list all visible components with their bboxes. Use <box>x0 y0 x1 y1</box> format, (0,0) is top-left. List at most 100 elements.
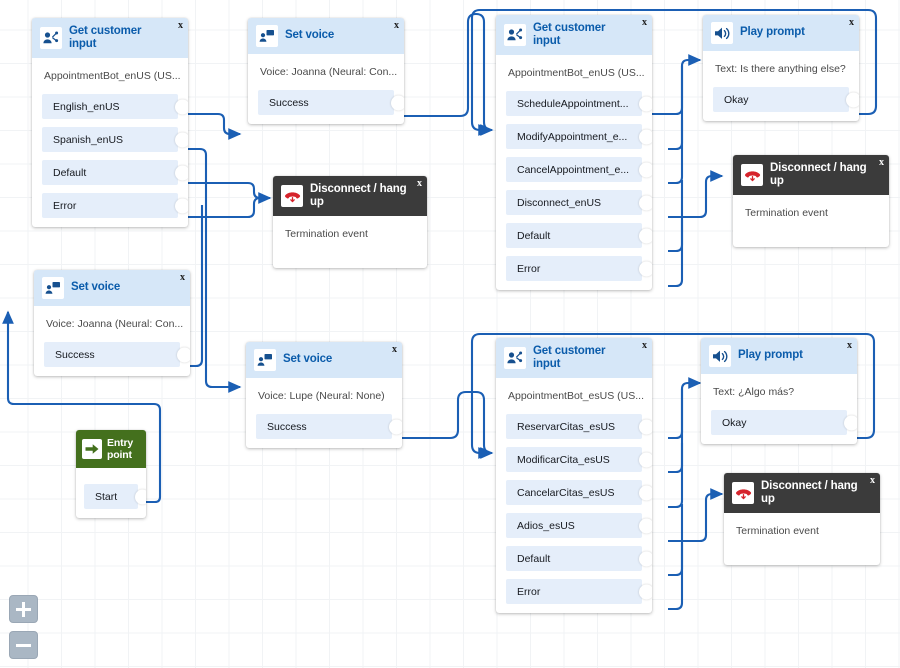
close-icon[interactable]: x <box>879 157 884 168</box>
node-ports: ScheduleAppointment... ModifyAppointment… <box>496 91 652 290</box>
port-label: English_enUS <box>53 100 120 113</box>
node-header: Get customer input x <box>496 338 652 379</box>
close-icon[interactable]: x <box>849 17 854 28</box>
port-row[interactable]: Spanish_enUS <box>42 127 188 153</box>
play-prompt-icon <box>709 345 731 367</box>
port-connector[interactable] <box>639 584 652 600</box>
port-row[interactable]: Success <box>44 342 190 367</box>
node-get-customer-input-language[interactable]: Get customer input x AppointmentBot_enUS… <box>32 18 188 228</box>
port-row[interactable]: ReservarCitas_esUS <box>506 414 652 440</box>
set-voice-icon <box>254 349 276 371</box>
node-subtitle: Termination event <box>285 228 368 241</box>
node-disconnect-hangup-en[interactable]: Disconnect / hang up x Termination event <box>733 155 889 248</box>
node-get-customer-input-enus[interactable]: Get customer input x AppointmentBot_enUS… <box>496 15 652 291</box>
port-row[interactable]: Okay <box>711 410 857 435</box>
port-connector[interactable] <box>639 452 652 468</box>
port-label: Adios_esUS <box>517 519 575 532</box>
set-voice-icon <box>256 25 278 47</box>
close-icon[interactable]: x <box>642 340 647 351</box>
port-connector[interactable] <box>639 419 652 435</box>
port-row[interactable]: Success <box>256 414 402 439</box>
port-connector[interactable] <box>844 415 857 430</box>
node-play-prompt-en[interactable]: Play prompt x Text: Is there anything el… <box>703 15 859 121</box>
port-row[interactable]: ScheduleAppointment... <box>506 91 652 117</box>
close-icon[interactable]: x <box>417 178 422 189</box>
port-row[interactable]: ModifyAppointment_e... <box>506 124 652 150</box>
node-get-customer-input-esus[interactable]: Get customer input x AppointmentBot_esUS… <box>496 338 652 614</box>
port-row[interactable]: Error <box>506 256 652 282</box>
node-header: Disconnect / hang up x <box>724 473 880 514</box>
node-disconnect-hangup-middle[interactable]: Disconnect / hang up x Termination event <box>273 176 427 269</box>
port-row[interactable]: ModificarCita_esUS <box>506 447 652 473</box>
node-title: Disconnect / hang up <box>770 162 867 188</box>
port-connector[interactable] <box>175 165 188 181</box>
port-connector[interactable] <box>639 195 652 211</box>
port-row[interactable]: Success <box>258 90 404 115</box>
port-label: Okay <box>722 416 747 429</box>
entry-point-arrow-icon <box>82 439 102 459</box>
port-row[interactable]: Error <box>42 193 188 219</box>
node-header: Get customer input x <box>32 18 188 59</box>
close-icon[interactable]: x <box>180 272 185 283</box>
port-row[interactable]: Okay <box>713 87 859 112</box>
node-set-voice-lupe[interactable]: Set voice x Voice: Lupe (Neural: None) S… <box>246 342 402 448</box>
port-row[interactable]: Default <box>506 546 652 572</box>
node-header: Set voice x <box>248 18 404 54</box>
close-icon[interactable]: x <box>178 20 183 31</box>
port-connector[interactable] <box>389 419 402 434</box>
port-row[interactable]: CancelAppointment_e... <box>506 157 652 183</box>
port-row[interactable]: Default <box>42 160 188 186</box>
port-connector[interactable] <box>177 347 190 362</box>
node-title: Disconnect / hang up <box>761 480 858 506</box>
port-connector[interactable] <box>639 551 652 567</box>
node-title: Get customer input <box>533 345 606 371</box>
port-connector[interactable] <box>391 95 404 110</box>
node-ports: Okay <box>703 87 859 121</box>
port-connector[interactable] <box>639 261 652 277</box>
close-icon[interactable]: x <box>642 17 647 28</box>
close-icon[interactable]: x <box>847 340 852 351</box>
node-title: Get customer input <box>69 25 142 51</box>
node-entry-point[interactable]: Entry point Start <box>76 430 146 518</box>
port-row[interactable]: CancelarCitas_esUS <box>506 480 652 506</box>
port-connector[interactable] <box>175 198 188 214</box>
close-icon[interactable]: x <box>394 20 399 31</box>
port-connector[interactable] <box>639 96 652 112</box>
close-icon[interactable]: x <box>870 475 875 486</box>
port-row[interactable]: Disconnect_enUS <box>506 190 652 216</box>
node-subtitle: Text: ¿Algo más? <box>713 386 795 398</box>
port-row[interactable]: English_enUS <box>42 94 188 120</box>
node-set-voice-joanna-top[interactable]: Set voice x Voice: Joanna (Neural: Con..… <box>248 18 404 124</box>
port-connector[interactable] <box>175 132 188 148</box>
port-label: Success <box>55 348 95 361</box>
port-connector[interactable] <box>846 92 859 107</box>
close-icon[interactable]: x <box>392 344 397 355</box>
port-connector[interactable] <box>639 228 652 244</box>
node-play-prompt-es[interactable]: Play prompt x Text: ¿Algo más? Okay <box>701 338 857 444</box>
port-label: ModifyAppointment_e... <box>517 130 628 143</box>
port-label: Start <box>95 490 118 503</box>
port-row[interactable]: Default <box>506 223 652 249</box>
port-row[interactable]: Adios_esUS <box>506 513 652 539</box>
port-connector[interactable] <box>135 489 146 504</box>
node-subtitle: Voice: Joanna (Neural: Con... <box>260 66 398 78</box>
node-disconnect-hangup-es[interactable]: Disconnect / hang up x Termination event <box>724 473 880 566</box>
node-set-voice-joanna-bottom[interactable]: Set voice x Voice: Joanna (Neural: Con..… <box>34 270 190 376</box>
port-row[interactable]: Start <box>84 484 146 509</box>
get-customer-input-icon <box>40 27 62 50</box>
zoom-out-button[interactable] <box>9 631 38 659</box>
node-subtitle: Termination event <box>736 525 819 538</box>
port-connector[interactable] <box>639 518 652 534</box>
port-connector[interactable] <box>639 162 652 178</box>
port-connector[interactable] <box>175 99 188 115</box>
node-title: Set voice <box>71 281 121 294</box>
zoom-in-button[interactable] <box>9 595 38 623</box>
port-row[interactable]: Error <box>506 579 652 605</box>
port-connector[interactable] <box>639 485 652 501</box>
port-connector[interactable] <box>639 129 652 145</box>
node-title: Disconnect / hang up <box>310 183 407 209</box>
port-label: Default <box>53 166 87 179</box>
node-header: Get customer input x <box>496 15 652 56</box>
node-title: Entry point <box>107 436 134 461</box>
